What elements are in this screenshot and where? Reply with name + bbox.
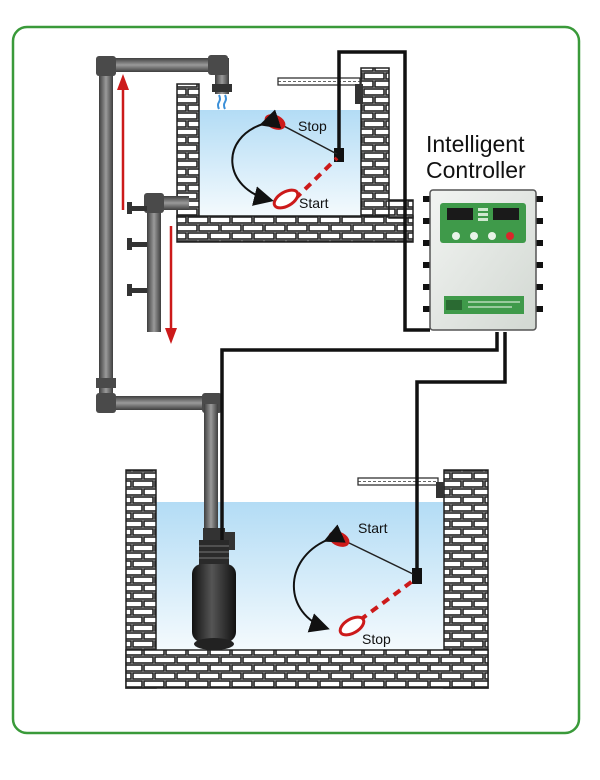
- flow-arrow-down: [165, 226, 177, 344]
- control-cables: [220, 50, 507, 575]
- upper-swing-arrow: [231, 109, 282, 206]
- upper-tank-floor: [176, 215, 414, 243]
- upper-float-start-label: Start: [299, 195, 329, 211]
- intelligent-controller: Intelligent Controller: [423, 131, 543, 331]
- lower-swing-arrow: [293, 524, 346, 633]
- tap-icon: [127, 202, 147, 214]
- controller-display-left: [447, 208, 473, 220]
- flow-arrow-up: [117, 74, 129, 210]
- upper-tank-right-wall: [360, 67, 390, 219]
- delivery-pipe: [96, 55, 232, 540]
- controller-button-1: [452, 232, 460, 240]
- tap-icon: [127, 284, 147, 296]
- controller-button-4: [506, 232, 514, 240]
- controller-title-line2: Controller: [426, 157, 526, 183]
- upper-float-stop-label: Stop: [298, 118, 327, 134]
- submersible-pump: [192, 528, 236, 650]
- lower-float-switch: Start Stop: [293, 520, 422, 647]
- tap-icon: [127, 238, 147, 250]
- controller-title-line1: Intelligent: [426, 131, 525, 157]
- lower-float-start-label: Start: [358, 520, 388, 536]
- lower-tank-floor: [125, 649, 489, 689]
- controller-button-3: [488, 232, 496, 240]
- distribution-pipe: [127, 193, 189, 332]
- water-drip: [217, 94, 227, 110]
- controller-display-right: [493, 208, 519, 220]
- upper-float-switch: Stop Start: [231, 109, 344, 211]
- controller-button-2: [470, 232, 478, 240]
- lower-tank: [125, 469, 489, 689]
- upper-tank-ledge: [388, 199, 414, 219]
- controller-nameplate: [444, 296, 524, 314]
- lower-float-stop-label: Stop: [362, 631, 391, 647]
- lower-float-stop: [338, 615, 366, 637]
